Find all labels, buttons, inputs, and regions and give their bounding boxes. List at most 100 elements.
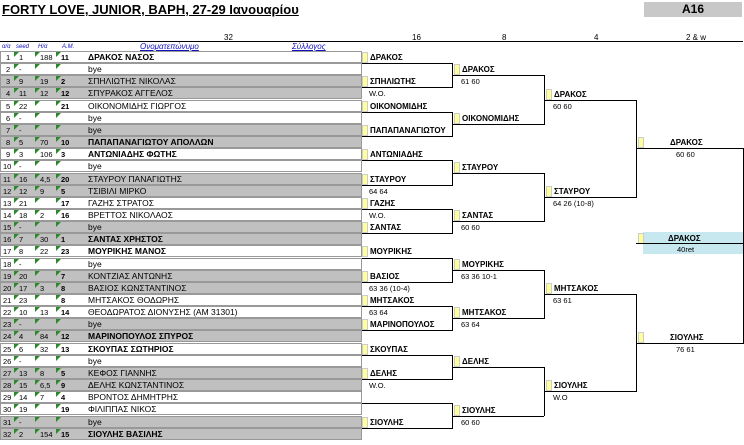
player-name: bye [88,416,102,427]
seed-marker [14,209,19,215]
rank-marker [35,185,40,191]
draw-seed: 3 [19,150,24,160]
seed-marker [14,367,19,373]
draw-position: 7 [6,125,11,135]
r16-line [362,330,452,332]
tournament-title: FORTY LOVE, JUNIOR, ΒΑΡΗ, 27-29 Ιανουαρί… [2,2,299,17]
r16-line [362,208,452,210]
r16-line [362,257,452,259]
r16-seed-box [362,197,368,209]
am-marker [56,343,61,349]
r2-score: 60 60 [676,150,695,160]
draw-position: 13 [3,198,12,208]
rank-marker [35,404,40,410]
player-name: ΜΑΡΙΝΟΠΟΥΛΟΣ ΣΠΥΡΟΣ [88,331,194,342]
draw-seed: 8 [19,247,24,257]
rank-marker [35,52,40,57]
r4-line [544,99,636,101]
draw-position: 27 [3,368,12,378]
r16-score: W.O. [369,89,386,99]
draw-seed: 21 [19,198,28,208]
r8-winner-name: ΔΡΑΚΟΣ [462,65,495,75]
r4-winner-name: ΔΡΑΚΟΣ [554,89,587,99]
player-name: ΣΠΗΛΙΩΤΗΣ ΝΙΚΟΛΑΣ [88,76,176,87]
player-name: ΠΑΠΑΠΑΝΑΓΙΩΤΟΥ ΑΠΟΛΛΩΝ [88,137,214,148]
seed-marker [14,380,19,386]
player-name: ΣΤΑΥΡΟΥ ΠΑΝΑΓΙΩΤΗΣ [88,173,183,184]
am-marker [56,137,61,143]
rank-marker [35,124,40,130]
r8-seed-box [454,355,460,367]
draw-am: 9 [61,381,66,391]
seed-marker [14,124,19,130]
player-name: ΣΙΟΥΛΗΣ ΒΑΣΙΛΗΣ [88,428,163,439]
player-name: ΘΕΟΔΩΡΑΤΟΣ ΔΙΟΝΥΣΗΣ (AM 31301) [88,307,238,318]
r16-seed-box [362,319,368,331]
rank-marker [35,246,40,252]
r16-line [362,403,452,405]
draw-row [0,99,362,112]
player-name: bye [88,124,102,135]
r8-winner-name: ΟΙΚΟΝΟΜΙΔΗΣ [462,113,520,123]
draw-position: 3 [6,77,11,87]
r8-line [452,221,544,223]
header-rule [0,41,743,42]
rank-marker [35,100,40,106]
draw-row [0,172,362,185]
seed-marker [14,137,19,143]
am-marker [56,234,61,240]
rank-marker [35,295,40,300]
draw-rank: 188 [40,53,53,62]
r8-seed-box [454,161,460,173]
r16-winner-name: ΣΠΗΛΙΩΤΗΣ [370,77,416,87]
draw-row [0,294,362,306]
player-name: ΣΠΥΡΑΚΟΣ ΑΓΓΕΛΟΣ [88,88,174,99]
am-marker [56,173,61,179]
draw-row [0,51,362,63]
r16-line [362,63,452,65]
draw-row [0,75,362,88]
r16-winner-name: ΓΑΖΗΣ [370,198,396,208]
draw-row [0,196,362,209]
seed-marker [14,282,19,288]
r16-seed-box [362,246,368,258]
r8-line [452,269,544,271]
rank-marker [35,331,40,337]
draw-seed: 17 [19,283,28,293]
r16-seed-box [362,100,368,112]
rank-marker [35,307,40,313]
seed-marker [14,319,19,325]
r8-winner-name: ΣΙΟΥΛΗΣ [462,405,496,415]
seed-marker [14,428,19,434]
player-name: bye [88,64,102,75]
r16-seed-box [362,173,368,185]
draw-am: 8 [61,296,66,305]
draw-row [0,148,362,161]
draw-row [0,281,362,294]
seed-marker [14,112,19,118]
round-header-3: 4 [594,33,599,42]
draw-row [0,391,362,404]
draw-seed: - [19,356,22,366]
r16-winner-name: ΣΙΟΥΛΗΣ [370,417,404,427]
draw-position: 5 [6,101,11,111]
seed-marker [14,343,19,349]
rank-marker [35,282,40,288]
r8-seed-box [454,404,460,416]
seed-marker [14,258,19,264]
am-marker [56,258,61,264]
draw-position: 1 [6,53,11,62]
r4-winner-name: ΣΙΟΥΛΗΣ [554,381,588,391]
column-header-2: Η/α [38,44,48,50]
draw-am: 23 [61,247,70,257]
r16-winner-name: ΜΗΤΣΑΚΟΣ [370,296,415,305]
rank-marker [35,149,40,155]
draw-rank: 70 [40,138,49,148]
am-marker [56,161,61,167]
rank-marker [35,270,40,276]
r16-seed-box [362,222,368,234]
draw-seed: 22 [19,101,28,111]
draw-seed: - [19,259,22,269]
draw-row [0,123,362,136]
am-marker [56,100,61,106]
